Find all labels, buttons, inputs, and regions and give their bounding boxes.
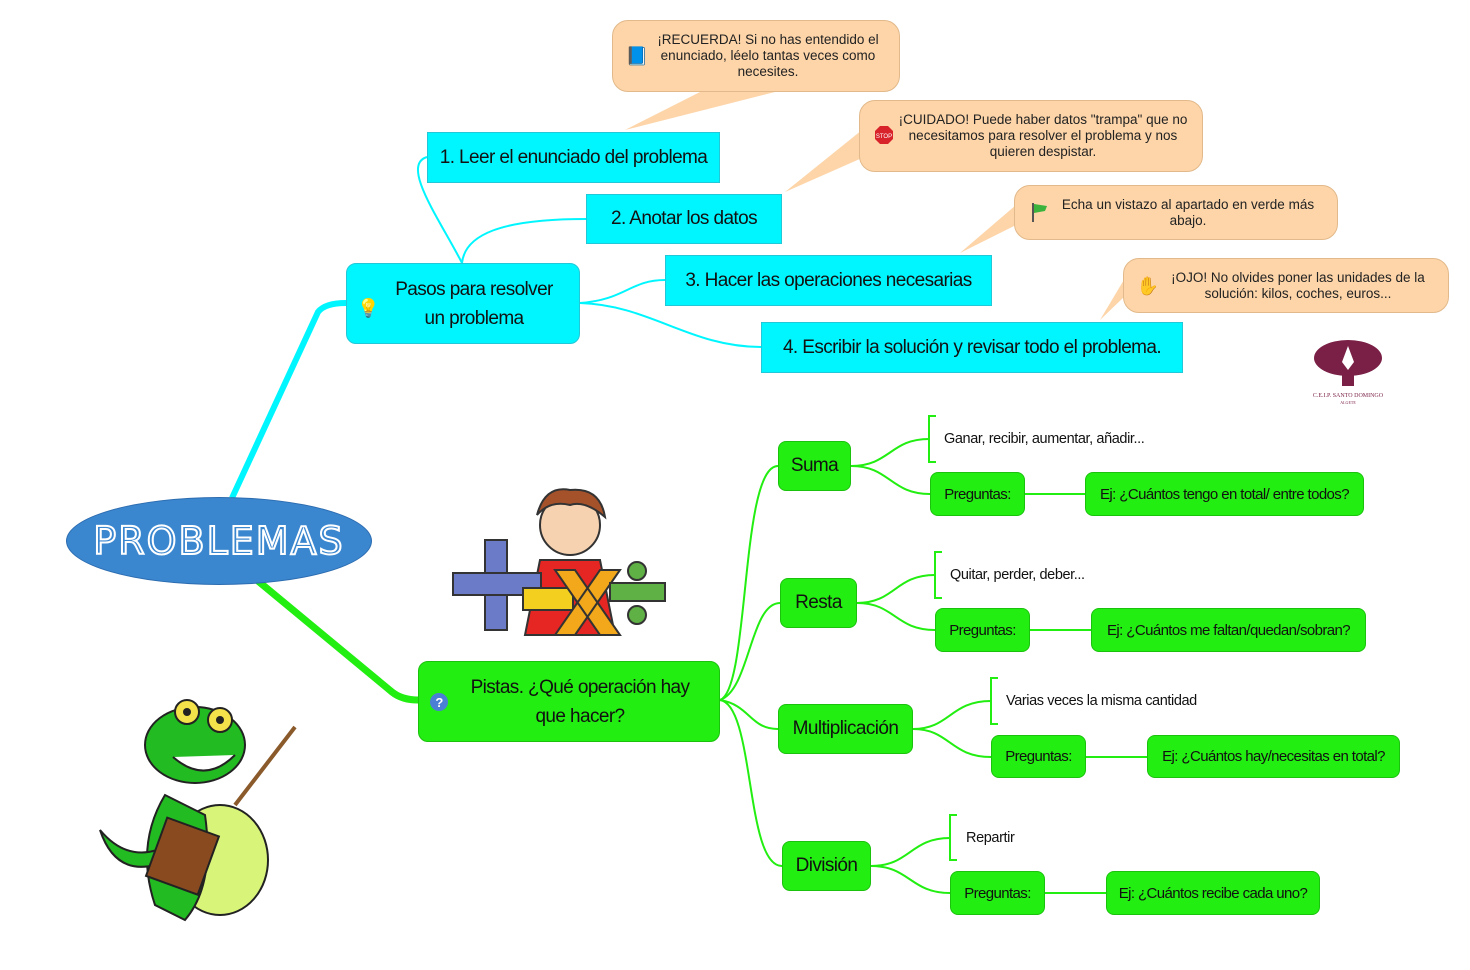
- keywords-division: Repartir: [966, 830, 1015, 846]
- dinosaur-teacher-illustration: [99, 699, 297, 922]
- callout-recuerda: 📘 ¡RECUERDA! Si no has entendido el enun…: [612, 20, 900, 92]
- callout-tail: [785, 130, 862, 192]
- lightbulb-icon: 💡: [357, 298, 379, 318]
- keywords-multiplicacion: Varias veces la misma cantidad: [1006, 693, 1197, 709]
- callout-tail: [625, 92, 775, 130]
- example-suma[interactable]: Ej: ¿Cuántos tengo en total/ entre todos…: [1085, 472, 1364, 516]
- hints-node[interactable]: ? Pistas. ¿Qué operación hay que hacer?: [418, 661, 720, 742]
- question-icon: ?: [429, 692, 449, 712]
- example-resta[interactable]: Ej: ¿Cuántos me faltan/quedan/sobran?: [1091, 608, 1366, 652]
- step-1[interactable]: 1. Leer el enunciado del problema: [427, 132, 720, 183]
- steps-node[interactable]: 💡 Pasos para resolver un problema: [346, 263, 580, 344]
- keywords-resta: Quitar, perder, deber...: [950, 567, 1085, 583]
- callout-tail: [960, 205, 1016, 253]
- svg-text:STOP: STOP: [876, 134, 892, 140]
- callout-tail: [1100, 278, 1125, 320]
- tree-logo-icon: [1314, 340, 1382, 386]
- hand-icon: ✋: [1136, 275, 1160, 296]
- stop-sign-icon: STOP: [870, 125, 898, 147]
- connector-root-hints: [255, 578, 419, 704]
- example-division[interactable]: Ej: ¿Cuántos recibe cada uno?: [1106, 871, 1320, 915]
- questions-resta[interactable]: Preguntas:: [935, 608, 1030, 652]
- svg-text:?: ?: [435, 695, 443, 710]
- keywords-suma: Ganar, recibir, aumentar, añadir...: [944, 431, 1145, 447]
- root-node[interactable]: PROBLEMAS: [66, 497, 372, 585]
- questions-suma[interactable]: Preguntas:: [930, 472, 1025, 516]
- step-4[interactable]: 4. Escribir la solución y revisar todo e…: [761, 322, 1183, 373]
- connectors-steps: [416, 156, 762, 348]
- step-3[interactable]: 3. Hacer las operaciones necesarias: [665, 255, 992, 306]
- example-multiplicacion[interactable]: Ej: ¿Cuántos hay/necesitas en total?: [1147, 735, 1400, 778]
- callout-cuidado: STOP ¡CUIDADO! Puede haber datos "trampa…: [859, 100, 1203, 172]
- connectors-hints: [719, 415, 1147, 894]
- questions-multiplicacion[interactable]: Preguntas:: [991, 735, 1086, 778]
- operation-division[interactable]: División: [782, 841, 871, 891]
- questions-division[interactable]: Preguntas:: [950, 871, 1045, 915]
- operation-suma[interactable]: Suma: [778, 441, 851, 491]
- kid-with-math-symbols-illustration: [452, 488, 666, 636]
- operation-resta[interactable]: Resta: [780, 578, 857, 628]
- callout-vistazo: Echa un vistazo al apartado en verde más…: [1014, 185, 1338, 240]
- connector-root-steps: [229, 300, 347, 500]
- operation-multiplicacion[interactable]: Multiplicación: [778, 704, 913, 754]
- school-logo: C.E.I.P. SANTO DOMINGO ALGETE: [1300, 336, 1396, 405]
- book-icon: 📘: [625, 46, 649, 66]
- step-2[interactable]: 2. Anotar los datos: [586, 194, 782, 244]
- callout-ojo: ✋ ¡OJO! No olvides poner las unidades de…: [1123, 258, 1449, 313]
- green-flag-icon: [1025, 201, 1053, 225]
